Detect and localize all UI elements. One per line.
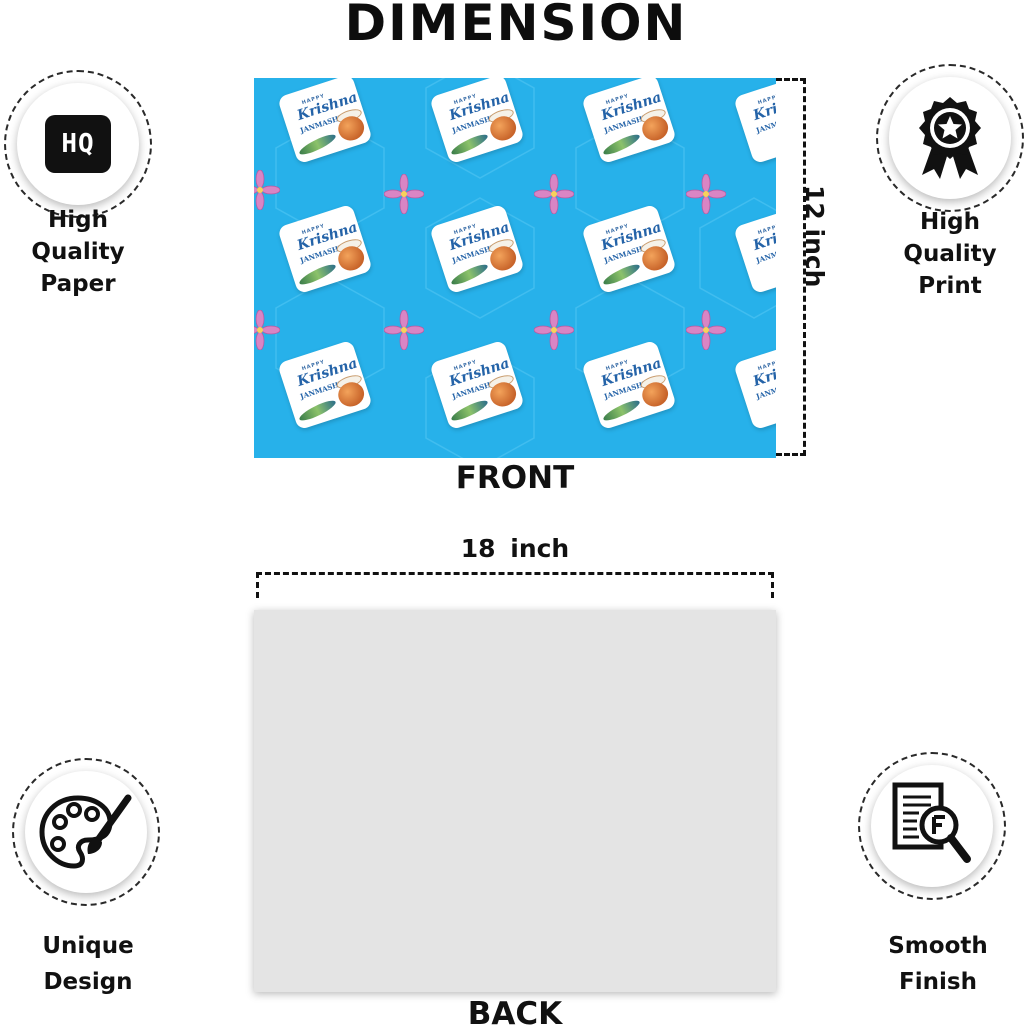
feature-label-top-right: High Quality Print: [860, 206, 1032, 302]
feature-badge-inner: [25, 771, 147, 893]
lotus-flower: [534, 310, 574, 350]
lotus-flower: [254, 170, 280, 210]
feature-badge-inner: HQ: [17, 83, 139, 205]
back-label: BACK: [467, 996, 563, 1032]
feature-label-top-left: High Quality Paper: [0, 204, 168, 300]
feature-line: Print: [918, 273, 982, 299]
feature-badge-hq: HQ: [4, 70, 152, 218]
feature-line: Smooth: [888, 933, 988, 959]
feature-badge-design: [12, 758, 160, 906]
feature-line: Finish: [899, 969, 977, 995]
feature-label-bottom-left: Unique Design: [0, 928, 178, 1000]
front-design: HAPPY Krishna JANMASHTAMI HAPPY Krishna …: [254, 78, 776, 458]
lotus-flower: [254, 310, 280, 350]
page-title: DIMENSION: [344, 0, 688, 52]
feature-badge-finish: [858, 752, 1006, 900]
award-badge-icon: [919, 97, 981, 179]
hq-icon-text: HQ: [61, 129, 95, 159]
height-label: 12 inch: [800, 185, 845, 287]
height-dimension-line: [776, 78, 806, 456]
feature-line: High: [920, 209, 980, 235]
paint-palette-icon: [39, 794, 132, 869]
feature-line: Design: [43, 969, 133, 995]
lotus-flower: [686, 310, 726, 350]
feature-line: Paper: [40, 271, 116, 297]
lotus-flower: [384, 174, 424, 214]
feature-line: Quality: [31, 239, 125, 265]
height-value: 12 inch: [800, 185, 829, 288]
front-label: FRONT: [455, 460, 575, 496]
width-dimension-line: [256, 572, 774, 598]
document-search-icon: [892, 782, 971, 863]
lotus-flower: [534, 174, 574, 214]
lotus-flower: [686, 174, 726, 214]
feature-line: High: [48, 207, 108, 233]
back-side: [254, 610, 776, 992]
feature-line: Quality: [903, 241, 997, 267]
feature-line: Unique: [42, 933, 134, 959]
feature-badge-inner: [889, 77, 1011, 199]
width-label: 18 inch: [460, 534, 570, 563]
lotus-flower: [384, 310, 424, 350]
feature-badge-inner: [871, 765, 993, 887]
hq-icon: HQ: [45, 115, 111, 173]
feature-badge-print: [876, 64, 1024, 212]
feature-label-bottom-right: Smooth Finish: [848, 928, 1028, 1000]
